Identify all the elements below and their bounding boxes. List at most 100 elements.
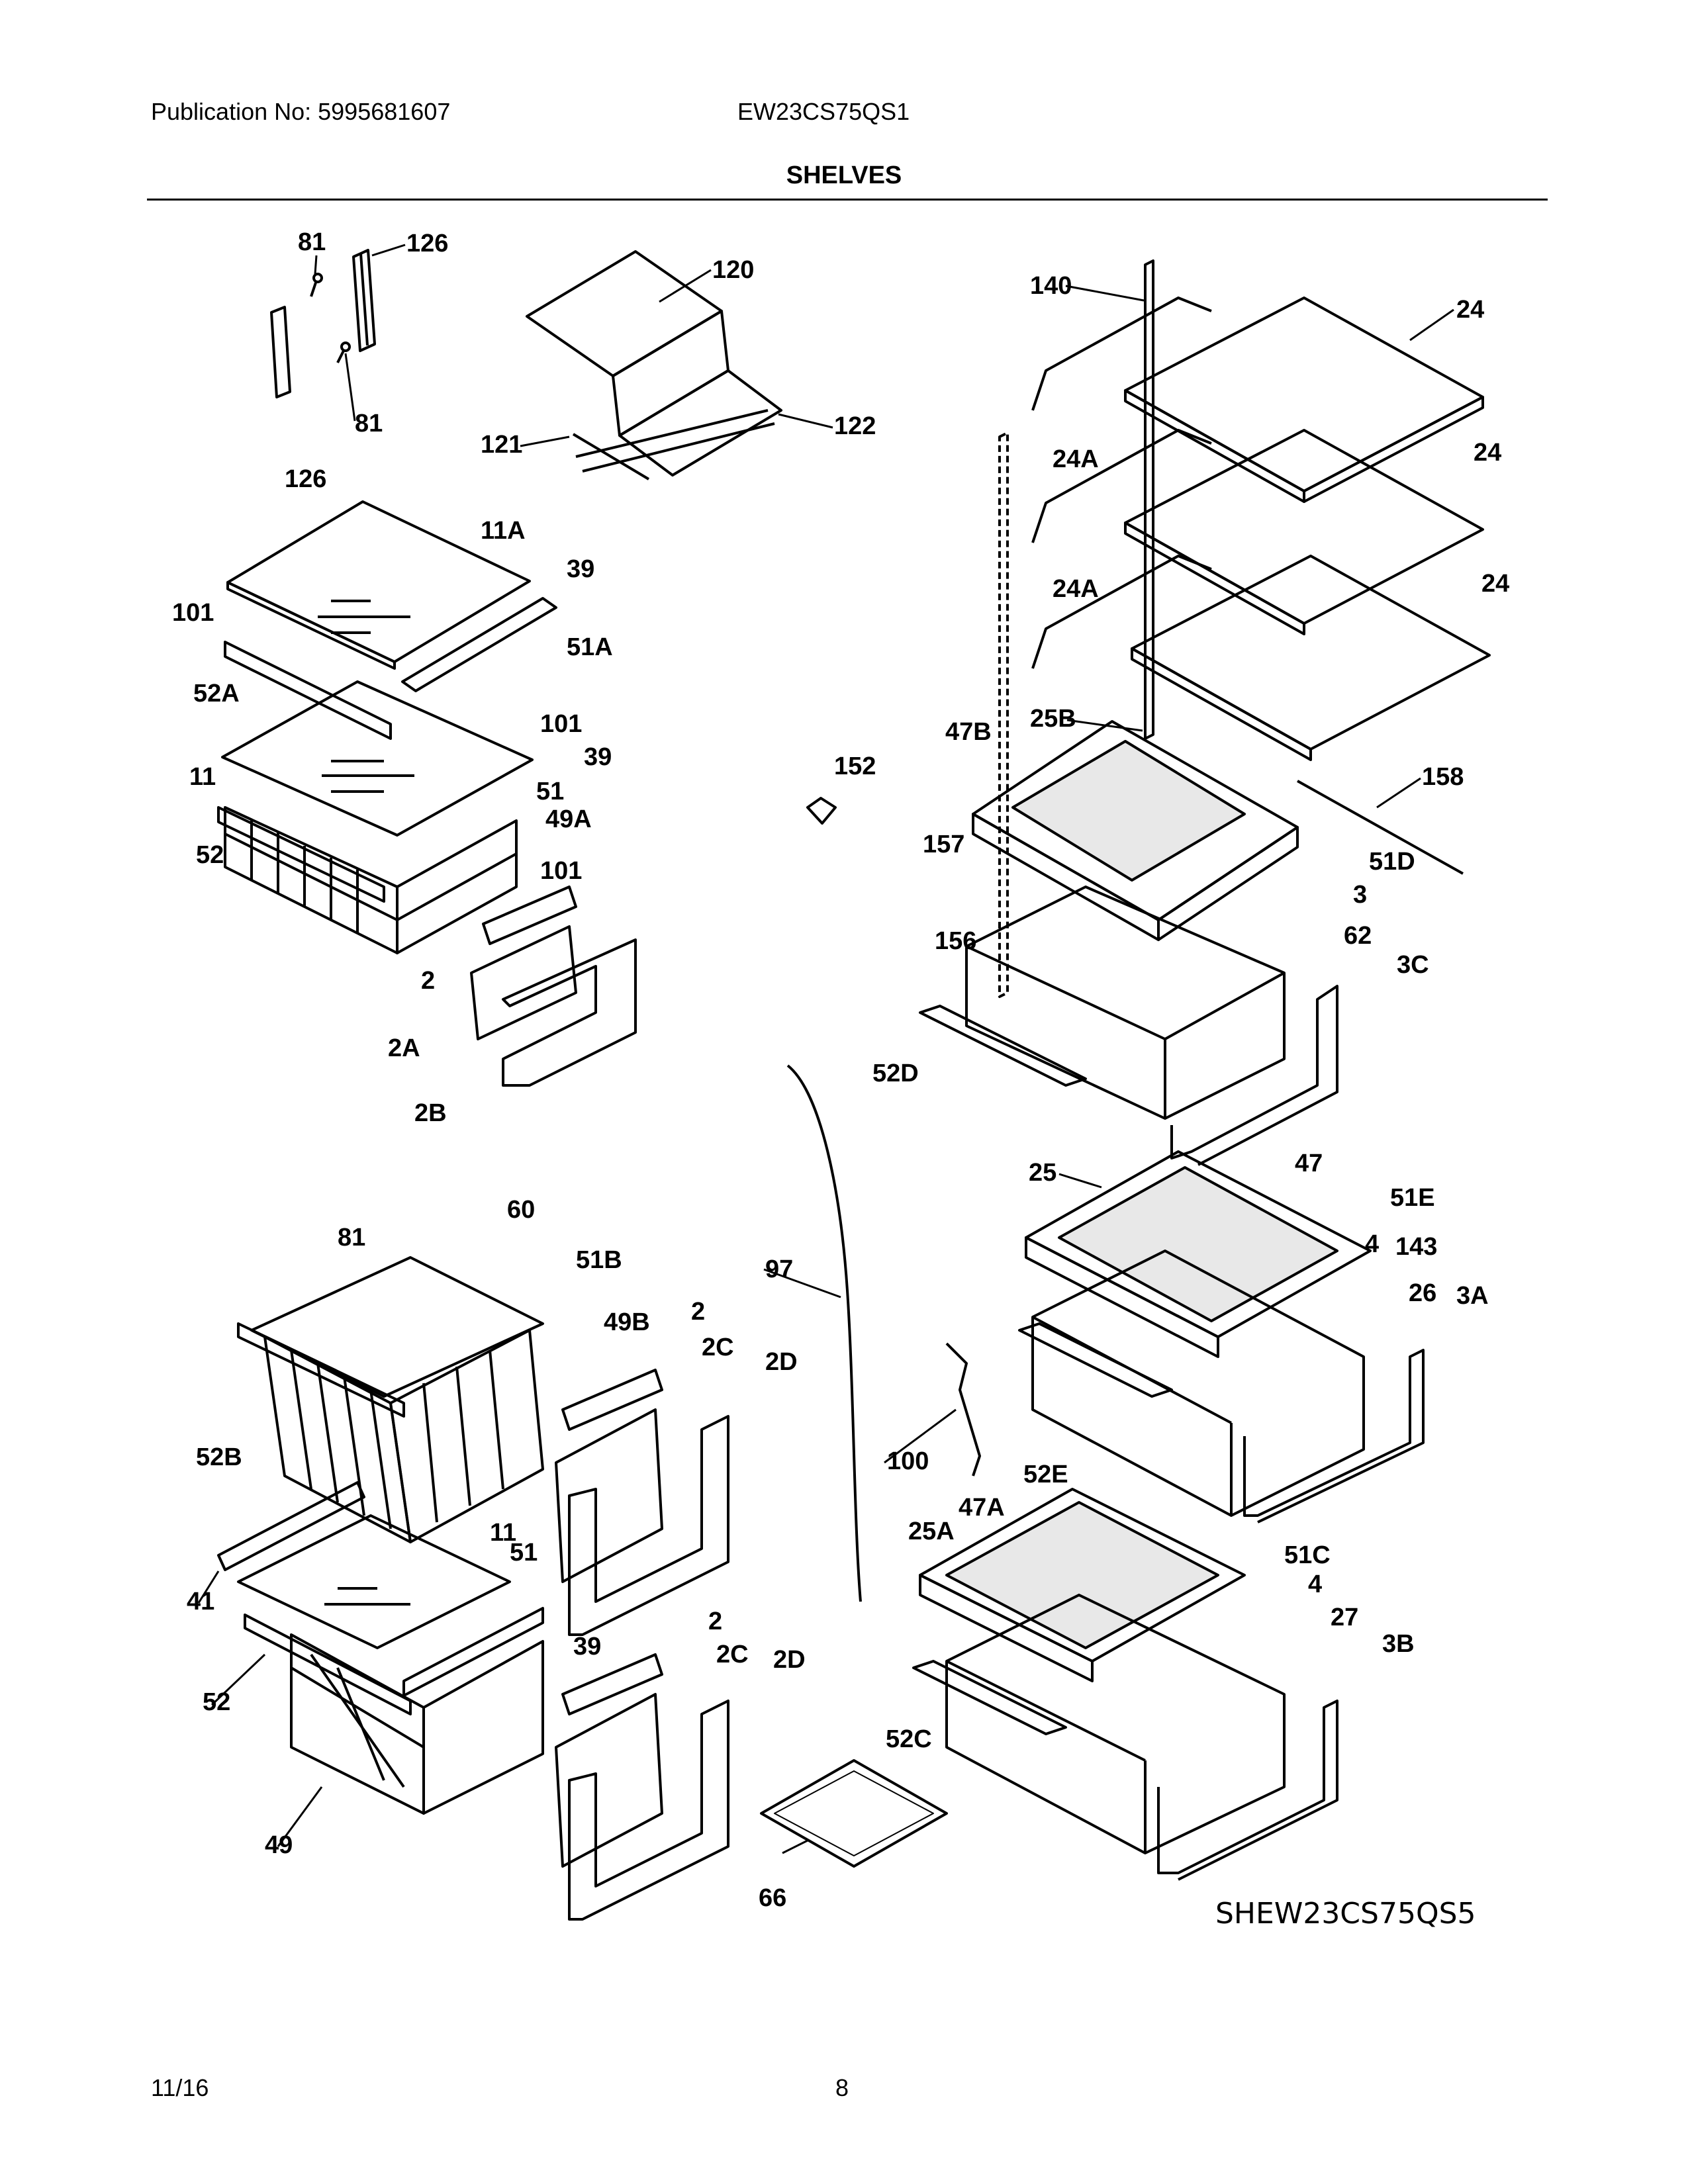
callout-24-a: 24 (1456, 296, 1484, 324)
callout-11a: 11A (481, 517, 526, 545)
callout-24-c: 24 (1481, 570, 1509, 598)
callout-100: 100 (887, 1447, 929, 1475)
callout-126-a: 126 (406, 230, 448, 257)
section-title: SHELVES (786, 161, 902, 189)
bin-2c-lower (555, 1653, 729, 1921)
callout-25: 25 (1029, 1159, 1056, 1187)
rod-158 (1297, 780, 1464, 875)
callout-51c: 51C (1284, 1541, 1331, 1569)
glass-shelf-11a (224, 500, 557, 740)
callout-140: 140 (1030, 272, 1072, 300)
callout-25b: 25B (1030, 705, 1076, 733)
callout-24a-b: 24A (1053, 575, 1099, 603)
callout-81-b: 81 (355, 410, 383, 437)
bin-2c-upper (555, 1369, 729, 1636)
bracket-100 (945, 1342, 981, 1477)
filter-66 (760, 1759, 948, 1868)
basket-49 (244, 1607, 544, 1815)
header-rule (147, 199, 1548, 201)
callout-24a-a: 24A (1053, 445, 1099, 473)
callout-2-a: 2 (421, 967, 435, 995)
callout-39-c: 39 (573, 1633, 601, 1661)
callout-52b: 52B (196, 1443, 242, 1471)
bracket-126-right (352, 249, 376, 352)
callout-101-a: 101 (172, 599, 214, 627)
footer-date: 11/16 (151, 2074, 209, 2101)
callout-3a: 3A (1456, 1282, 1489, 1310)
shelf-24-bottom (1131, 555, 1491, 761)
crisper-cover-47 (1025, 1150, 1372, 1358)
model-number: EW23CS75QS1 (737, 98, 910, 125)
publication-number: Publication No: 5995681607 (151, 98, 451, 125)
crisper-cover-47a (919, 1488, 1246, 1682)
callout-49a: 49A (545, 805, 592, 833)
callout-81-c: 81 (338, 1224, 365, 1251)
callout-120: 120 (712, 256, 754, 284)
frame-3a (1243, 1349, 1425, 1524)
callout-47a: 47A (959, 1494, 1005, 1522)
callout-3c: 3C (1397, 951, 1429, 979)
callout-27: 27 (1331, 1604, 1358, 1631)
rail-140 (998, 259, 1212, 998)
callout-11-b: 11 (490, 1519, 516, 1547)
callout-143: 143 (1395, 1233, 1437, 1261)
callout-4-a: 4 (1365, 1230, 1379, 1258)
callout-156: 156 (935, 927, 976, 955)
crisper-drawer-lower (912, 1594, 1286, 1854)
glass-shelf-11 (221, 680, 534, 837)
callout-52d: 52D (872, 1060, 919, 1087)
diagram-code: SHEW23CS75QS5 (1215, 1897, 1476, 1931)
callout-2d-a: 2D (765, 1348, 798, 1376)
callout-2c-a: 2C (702, 1334, 734, 1361)
callout-158: 158 (1422, 763, 1464, 791)
callout-62: 62 (1344, 922, 1372, 950)
callout-25a: 25A (908, 1518, 955, 1545)
callout-101-c: 101 (540, 857, 582, 885)
basket-49a (217, 806, 518, 954)
callout-101-b: 101 (540, 710, 582, 738)
tube-97 (786, 1064, 862, 1602)
callout-157: 157 (923, 831, 964, 858)
callout-51a: 51A (567, 633, 613, 661)
callout-39-b: 39 (584, 743, 612, 771)
bin-2 (470, 886, 637, 1087)
crisper-drawer-upper (919, 886, 1286, 1120)
callout-24-b: 24 (1474, 439, 1501, 467)
callout-2a: 2A (388, 1034, 420, 1062)
bracket-126-left (270, 306, 291, 398)
callout-51-b: 51 (510, 1539, 538, 1567)
callout-47: 47 (1295, 1150, 1323, 1177)
callout-121: 121 (481, 431, 522, 459)
shelf-24-middle (1124, 429, 1484, 635)
callout-126-b: 126 (285, 465, 326, 493)
callout-2c-b: 2C (716, 1641, 749, 1668)
frame-3c (1170, 985, 1338, 1166)
callout-66: 66 (759, 1884, 786, 1912)
callout-3: 3 (1353, 881, 1367, 909)
callout-60: 60 (507, 1196, 535, 1224)
callout-26: 26 (1409, 1279, 1436, 1307)
shelf-24-top (1124, 296, 1484, 503)
callout-3b: 3B (1382, 1630, 1415, 1658)
part-152 (806, 797, 837, 825)
callout-51b: 51B (576, 1246, 622, 1274)
crisper-drawer-middle (1018, 1250, 1365, 1517)
callout-47b: 47B (945, 718, 992, 746)
callout-81-a: 81 (298, 228, 326, 256)
callout-49b: 49B (604, 1308, 650, 1336)
page-number: 8 (835, 2074, 849, 2101)
callout-52e: 52E (1023, 1461, 1068, 1488)
callout-51-a: 51 (536, 778, 564, 805)
callout-4-b: 4 (1308, 1570, 1322, 1598)
callout-51e: 51E (1390, 1184, 1435, 1212)
upper-shelf-120 (526, 250, 782, 480)
callout-2b: 2B (414, 1099, 447, 1127)
basket-49b (217, 1256, 544, 1571)
callout-51d: 51D (1369, 848, 1415, 876)
callout-122: 122 (834, 412, 876, 440)
callout-2-c: 2 (708, 1608, 722, 1635)
callout-39-a: 39 (567, 555, 594, 583)
callout-2d-b: 2D (773, 1646, 806, 1674)
callout-52-b: 52 (203, 1688, 230, 1716)
